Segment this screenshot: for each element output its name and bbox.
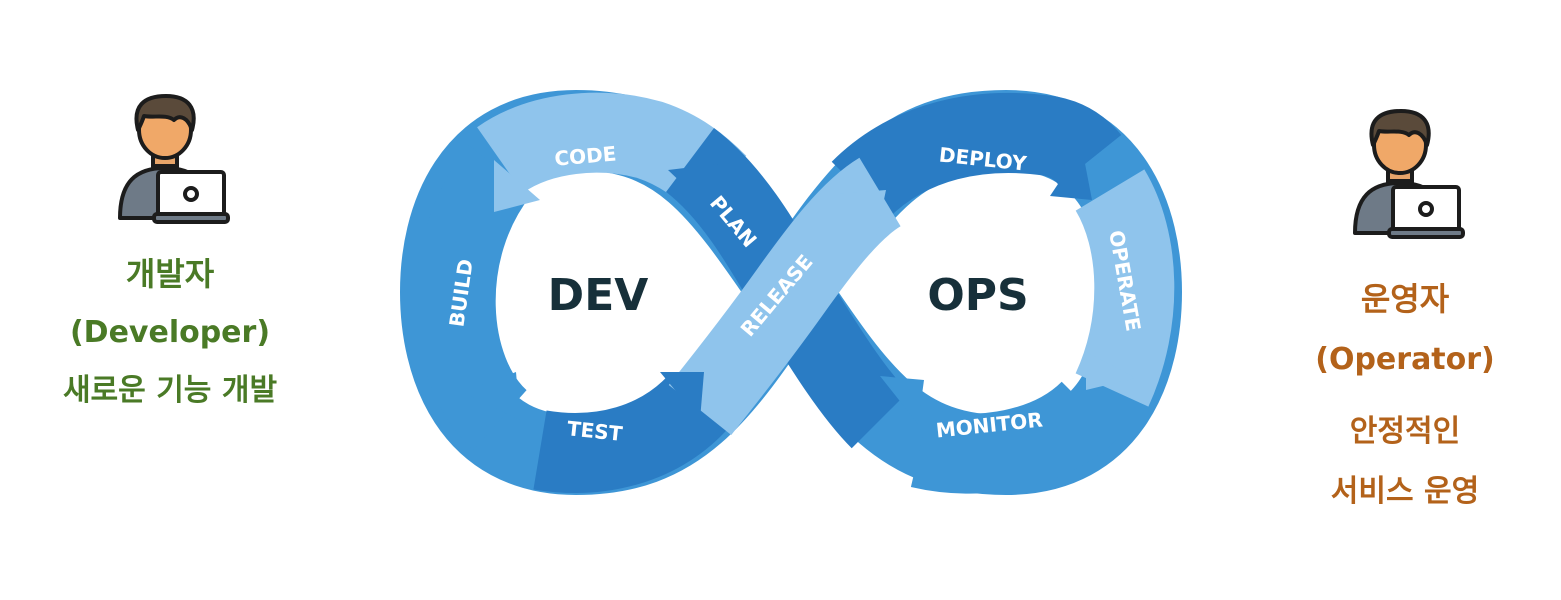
arrow-head-build (494, 160, 540, 212)
stage-label-code: CODE (553, 141, 617, 170)
operator-subtitle: (Operator) (1315, 342, 1495, 377)
operator-description-line2: 서비스 운영 (1330, 474, 1480, 509)
arrow-head-operate (1086, 352, 1136, 390)
arrow-head-test (660, 372, 704, 420)
developer-subtitle: (Developer) (69, 315, 271, 350)
segment-release (668, 157, 902, 435)
segment-test (533, 372, 730, 493)
operator-description-line1: 안정적인 (1349, 414, 1461, 449)
stage-label-test: TEST (566, 416, 624, 446)
operator-title: 운영자 (1360, 280, 1450, 318)
developer-panel: 개발자 (Developer) 새로운 기능 개발 (20, 90, 320, 408)
segment-deploy (831, 92, 1122, 220)
arrow-head-release (836, 190, 886, 238)
developer-title: 개발자 (125, 255, 215, 293)
segment-monitor (910, 380, 1119, 494)
developer-description: 새로운 기능 개발 (62, 373, 278, 408)
arrow-head-plan (668, 164, 718, 210)
arrow-head-deploy (1050, 148, 1092, 200)
developer-at-laptop-icon (118, 94, 230, 224)
operator-at-laptop-icon (1353, 109, 1465, 239)
ops-label: OPS (927, 270, 1028, 321)
segment-operate (1074, 169, 1175, 407)
dev-label: DEV (548, 270, 649, 321)
arrow-head-monitor (880, 376, 924, 424)
arrow-head-build-bottom (462, 372, 520, 420)
operator-panel: 운영자 (Operator) 안정적인 서비스 운영 (1255, 105, 1555, 509)
